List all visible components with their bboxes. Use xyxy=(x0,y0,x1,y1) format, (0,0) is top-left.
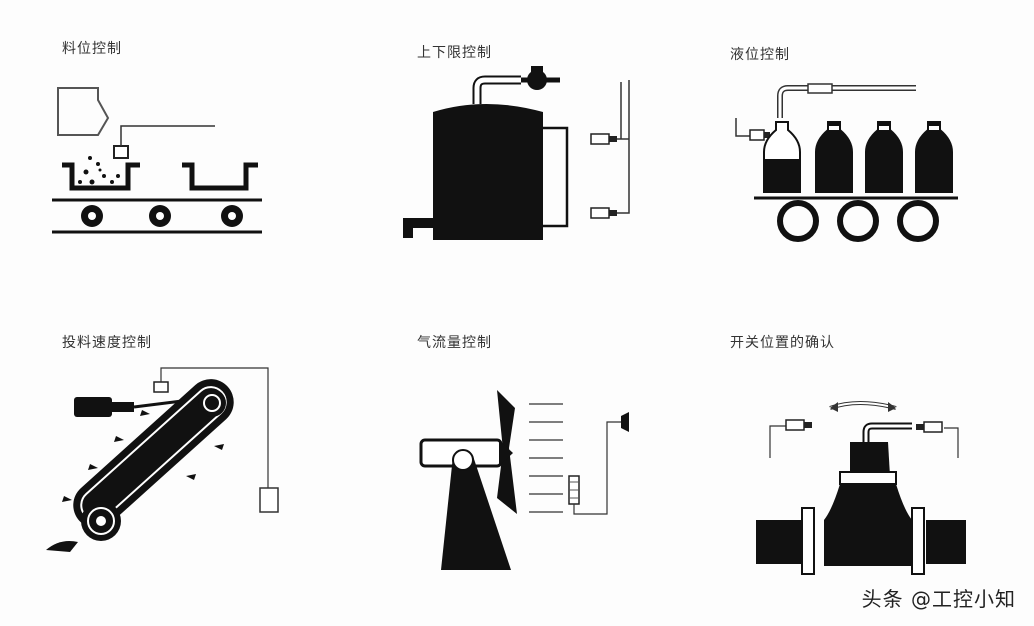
caption-feed-speed: 投料速度控制 xyxy=(62,335,152,351)
liquid-level-illustration xyxy=(735,83,958,242)
caption-air-flow: 气流量控制 xyxy=(417,335,492,351)
upper-lower-limit-illustration xyxy=(403,66,630,240)
switch-position-illustration xyxy=(756,401,966,575)
watermark: 头条 @工控小知 xyxy=(861,587,1016,611)
level-control-illustration xyxy=(52,87,262,234)
caption-liquid-level: 液位控制 xyxy=(730,47,790,63)
panel-switch-position: 开关位置的确认 xyxy=(690,300,1034,626)
feed-speed-illustration xyxy=(46,367,279,552)
panel-upper-lower-limit: 上下限控制 xyxy=(345,0,690,300)
panel-level-control: 料位控制 xyxy=(0,0,345,300)
caption-upper-lower-limit: 上下限控制 xyxy=(417,45,492,61)
panel-liquid-level: 液位控制 xyxy=(690,0,1034,300)
air-flow-illustration xyxy=(419,390,629,570)
caption-level-control: 料位控制 xyxy=(62,41,122,57)
panel-feed-speed: 投料速度控制 xyxy=(0,300,345,626)
caption-switch-position: 开关位置的确认 xyxy=(730,335,835,351)
panel-air-flow: 气流量控制 xyxy=(345,300,690,626)
